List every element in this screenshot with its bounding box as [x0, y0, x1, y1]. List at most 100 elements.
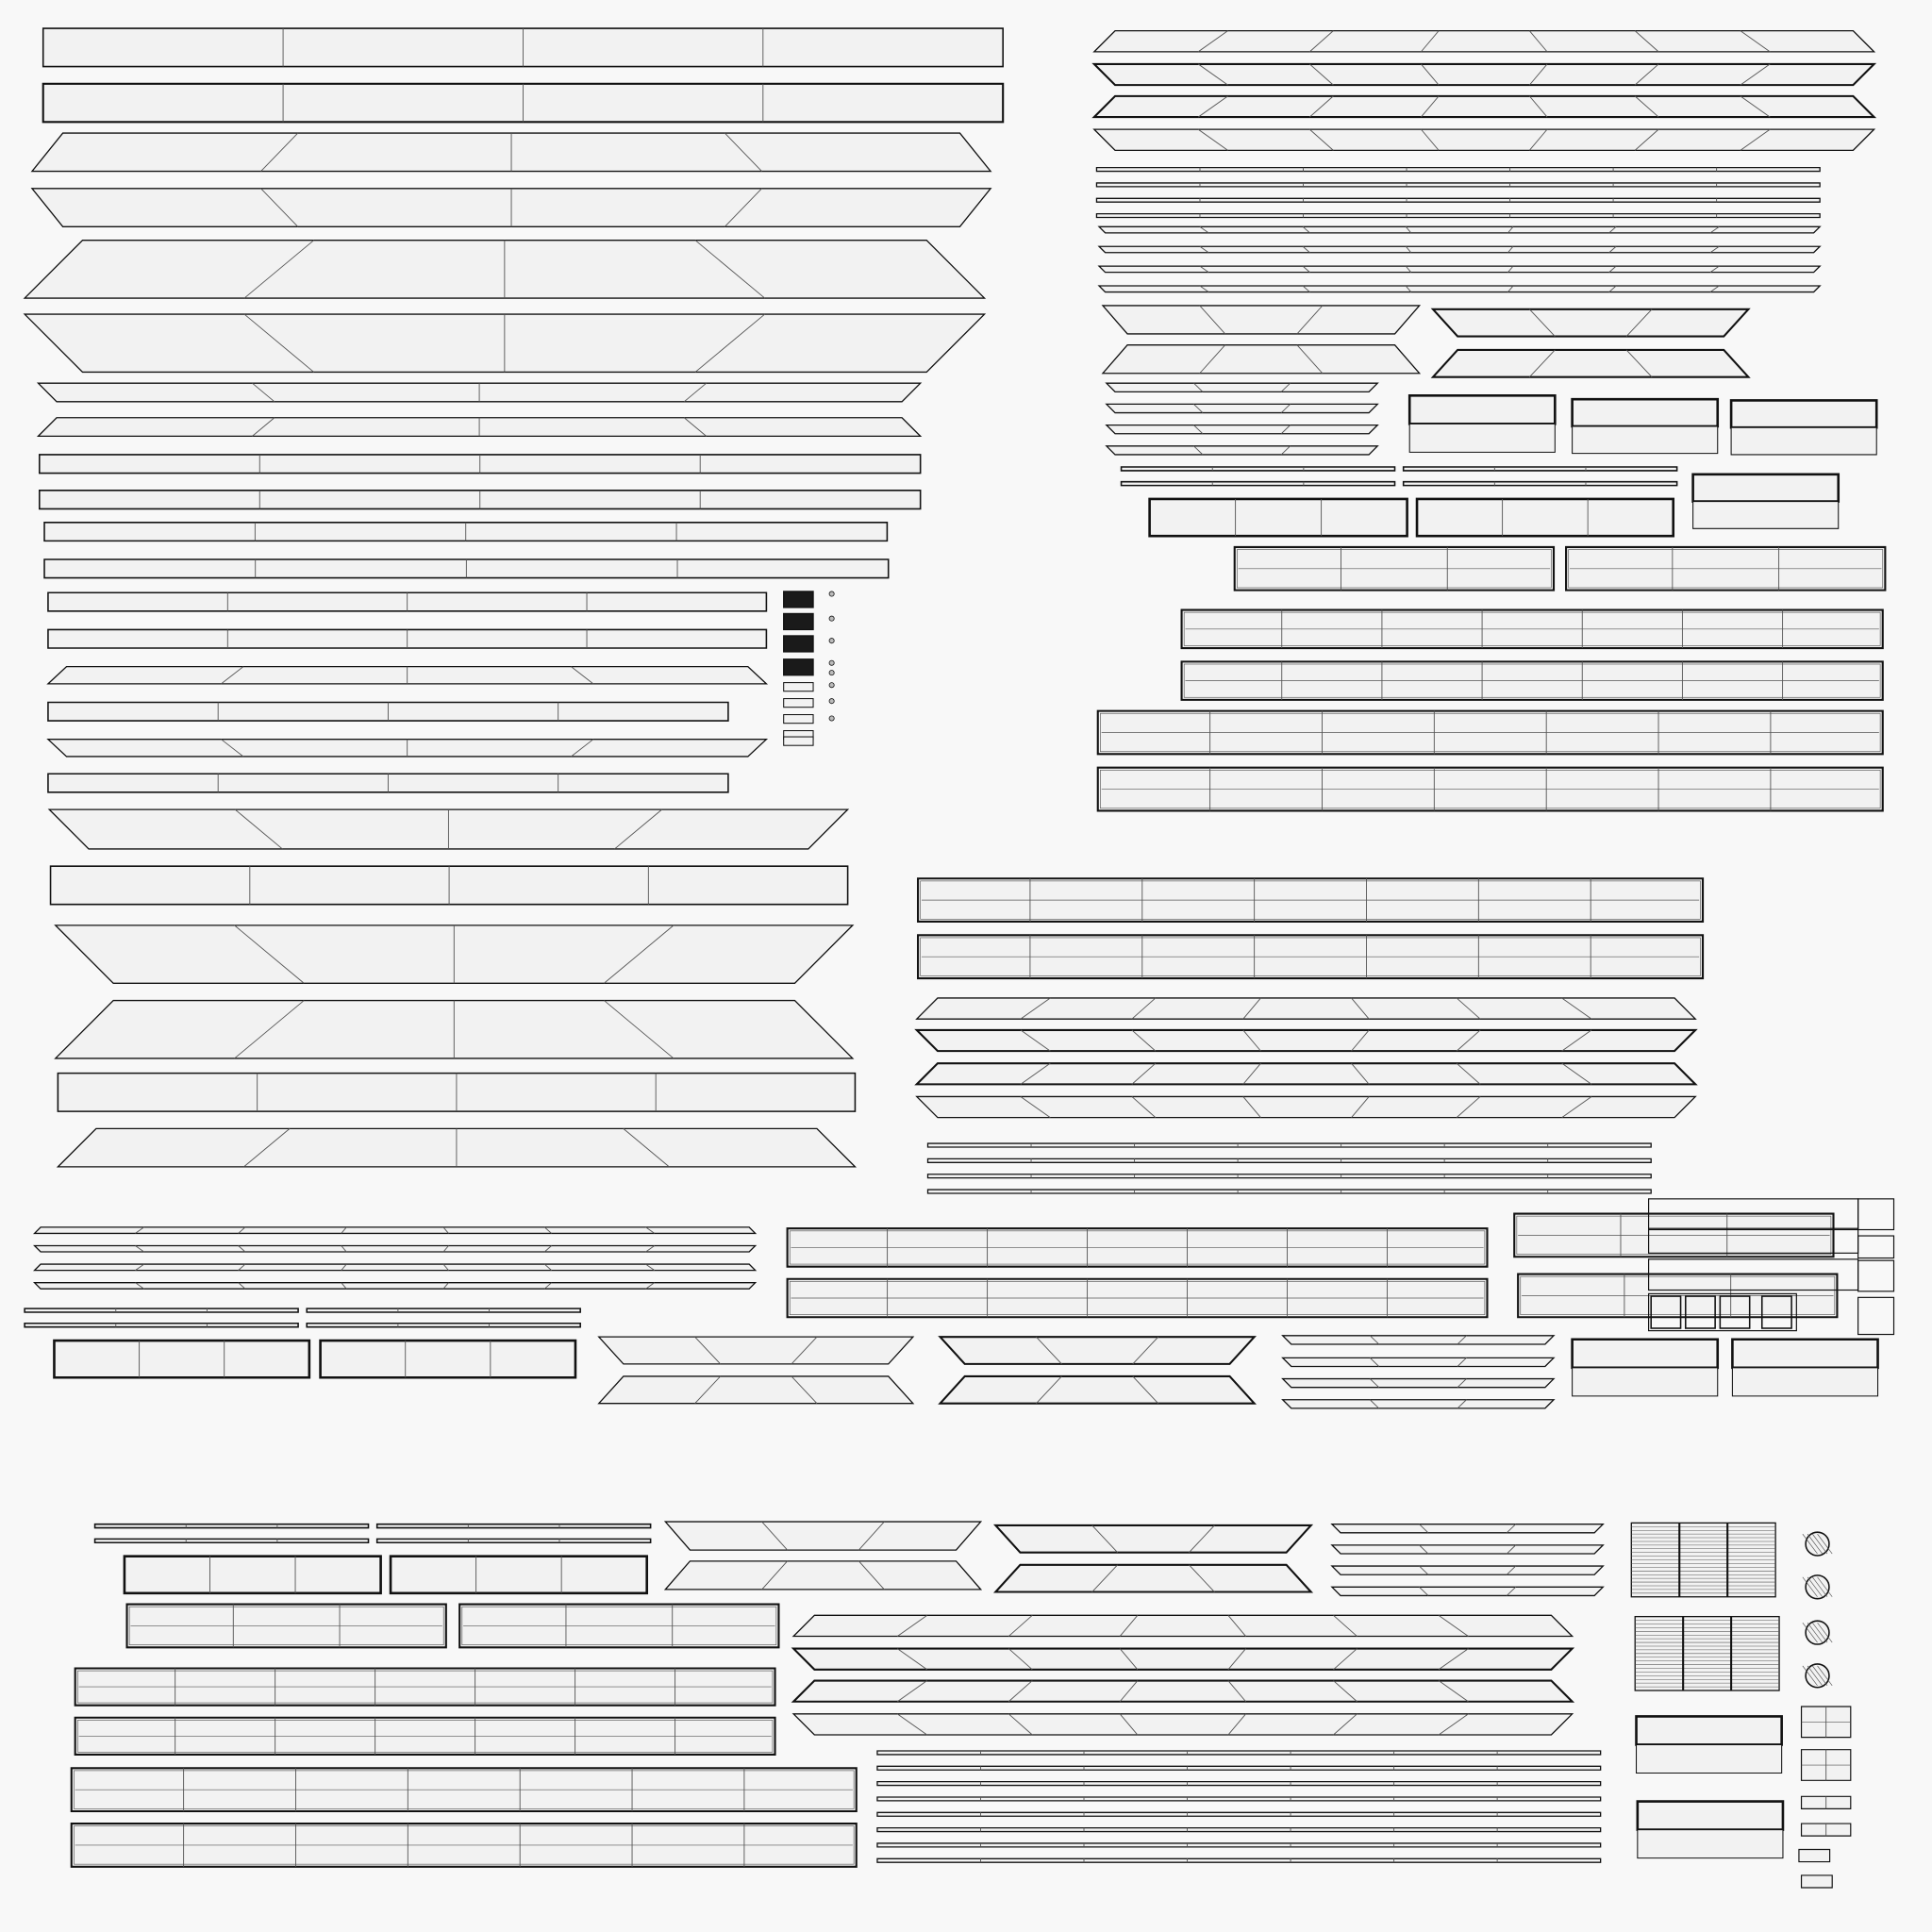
uv-seam: [1709, 225, 1720, 234]
uv-seam: [1807, 1665, 1824, 1686]
uv-seam: [724, 132, 762, 172]
uv-seam: [543, 1226, 552, 1234]
uv-dot: [828, 682, 835, 689]
uv-seam: [1419, 1524, 1429, 1534]
uv-seam: [791, 1375, 818, 1404]
uv-island: [1648, 1292, 1797, 1332]
uv-island: [1095, 182, 1821, 188]
uv-dot: [828, 659, 835, 666]
uv-seam: [858, 1560, 885, 1591]
uv-island: [992, 1563, 1314, 1593]
uv-island: [992, 1524, 1314, 1554]
uv-seam: [1456, 1062, 1481, 1085]
uv-island: [1092, 128, 1876, 151]
uv-seam: [1227, 1648, 1246, 1671]
uv-seam: [1506, 1544, 1517, 1555]
dark-uv-block: [783, 612, 814, 631]
uv-seam: [1625, 349, 1653, 377]
uv-seam: [1333, 1713, 1357, 1736]
uv-seam: [897, 1680, 927, 1703]
uv-island: [1800, 1874, 1833, 1889]
uv-island: [876, 1750, 1602, 1756]
uv-seam: [1227, 1680, 1246, 1703]
uv-island: [791, 1713, 1574, 1736]
dark-uv-block: [783, 635, 814, 653]
uv-seam: [1528, 128, 1548, 151]
uv-seam: [234, 1000, 305, 1059]
uv-seam: [1131, 997, 1157, 1020]
uv-seam: [1802, 1576, 1818, 1597]
uv-seam: [694, 1336, 721, 1365]
uv-seam: [243, 313, 314, 373]
uv-island: [1636, 1743, 1783, 1774]
uv-seam: [1199, 245, 1209, 254]
uv-island: [53, 1339, 311, 1379]
uv-seam: [761, 1521, 788, 1551]
uv-seam: [1561, 1096, 1592, 1119]
uv-seam: [1568, 549, 1884, 589]
uv-island: [1330, 1544, 1605, 1555]
uv-island: [1095, 212, 1821, 219]
uv-seam: [1561, 997, 1592, 1020]
uv-seam: [694, 240, 766, 299]
uv-seam: [1419, 1565, 1429, 1575]
uv-island: [1729, 399, 1878, 429]
uv-seam: [135, 1282, 144, 1290]
uv-seam: [1812, 1665, 1828, 1686]
uv-seam: [1199, 225, 1209, 234]
uv-seam: [789, 1281, 1486, 1315]
uv-seam: [1709, 265, 1720, 274]
uv-seam: [694, 1375, 721, 1404]
circular-uv-island: [1805, 1531, 1830, 1557]
uv-seam: [1020, 1062, 1051, 1085]
uv-seam: [1008, 1713, 1033, 1736]
uv-island: [93, 1523, 370, 1529]
uv-seam: [260, 188, 299, 227]
uv-island: [306, 1307, 581, 1313]
uv-seam: [1421, 30, 1440, 53]
uv-seam: [252, 382, 275, 403]
uv-seam: [1036, 1336, 1062, 1365]
uv-seam: [1561, 1029, 1592, 1052]
uv-seam: [243, 240, 314, 299]
uv-island: [1857, 1198, 1895, 1231]
uv-seam: [252, 417, 275, 437]
uv-dot: [828, 591, 835, 597]
uv-seam: [1189, 1524, 1215, 1554]
uv-seam: [543, 1282, 552, 1290]
uv-seam: [234, 924, 305, 984]
uv-seam: [1197, 30, 1228, 53]
uv-seam: [1100, 712, 1881, 753]
uv-island: [783, 682, 814, 692]
uv-seam: [1405, 265, 1412, 273]
uv-seam: [234, 808, 283, 850]
uv-dot: [828, 715, 835, 722]
uv-seam: [1036, 1375, 1062, 1404]
uv-island: [783, 698, 814, 708]
uv-island: [876, 1796, 1602, 1802]
uv-seam: [1634, 128, 1659, 151]
uv-seam: [1119, 1615, 1139, 1637]
uv-island: [1148, 497, 1408, 538]
uv-island: [1430, 348, 1751, 378]
uv-seam: [135, 1245, 144, 1253]
uv-island: [1281, 1399, 1556, 1409]
uv-island: [1281, 1377, 1556, 1389]
uv-seam: [1197, 95, 1228, 118]
uv-seam: [238, 1282, 246, 1290]
uv-island: [306, 1322, 581, 1328]
uv-island: [783, 714, 814, 724]
uv-seam: [221, 666, 244, 685]
uv-island: [375, 1523, 652, 1529]
uv-seam: [1302, 225, 1310, 234]
uv-island: [1415, 497, 1675, 538]
uv-seam: [897, 1614, 927, 1637]
uv-seam: [1507, 226, 1514, 234]
uv-seam: [1008, 1648, 1033, 1671]
uv-seam: [761, 1560, 788, 1591]
uv-island: [1635, 1715, 1783, 1746]
uv-seam: [1193, 445, 1204, 456]
uv-island: [926, 1174, 1652, 1179]
uv-island: [1402, 480, 1678, 487]
